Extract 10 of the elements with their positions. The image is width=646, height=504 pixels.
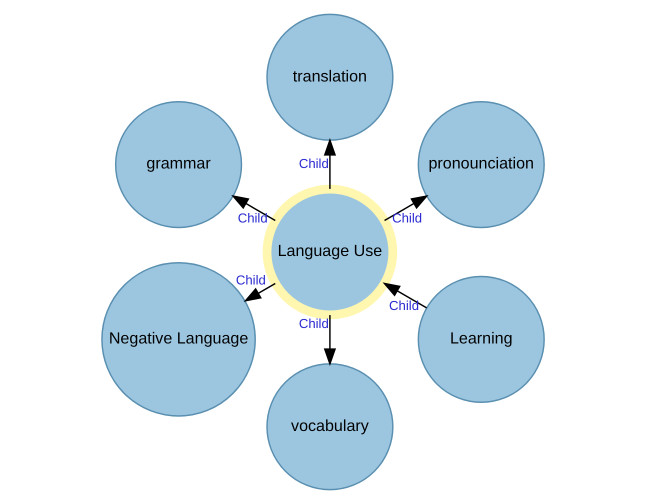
arrow: [382, 282, 427, 308]
node-circle: translation: [266, 14, 394, 141]
node-circle: vocabulary: [266, 363, 394, 490]
arrow: [324, 138, 336, 189]
arrow: [384, 195, 429, 222]
arrow: [231, 195, 276, 222]
arrow: [244, 282, 276, 302]
edge-label: Child: [298, 156, 329, 171]
node-circle: Learning: [418, 276, 545, 403]
arrow: [324, 315, 336, 366]
